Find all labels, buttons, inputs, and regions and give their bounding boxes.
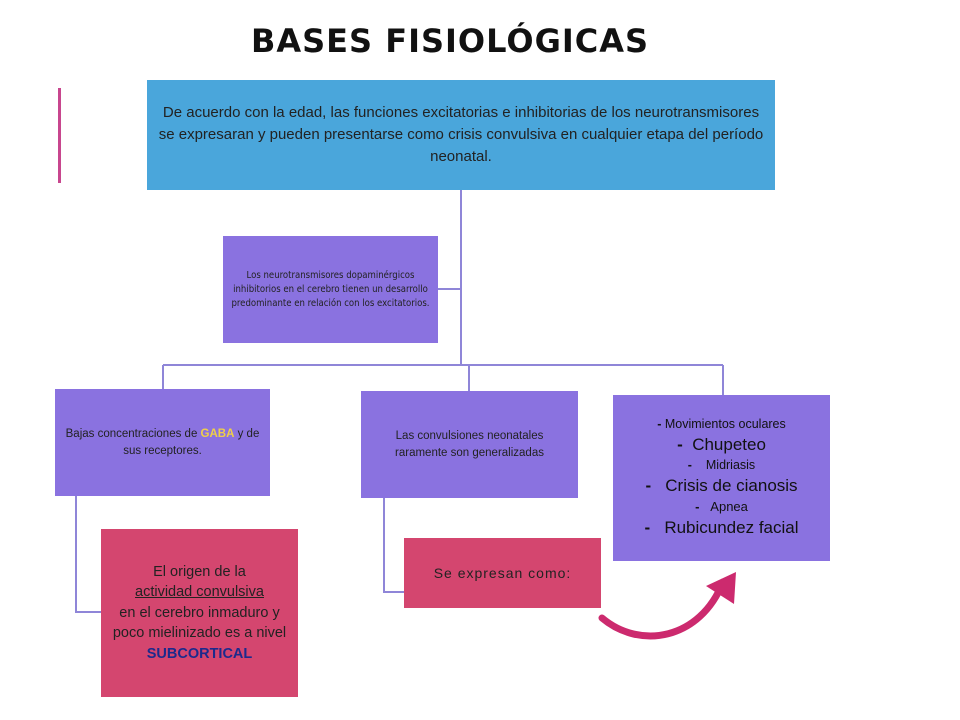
connector-child1-sub1 — [75, 496, 101, 613]
accent-bar — [58, 88, 61, 183]
arrow-head-icon — [706, 572, 736, 604]
sub-node-origen: El origen de la actividad convulsiva en … — [101, 529, 298, 697]
note-text: Los neurotransmisores dopaminérgicos inh… — [231, 269, 430, 309]
list-item: - Rubicundez facial — [644, 518, 799, 537]
root-text: De acuerdo con la edad, las funciones ex… — [158, 104, 764, 165]
curved-arrow — [598, 578, 727, 640]
sub1-underlined: actividad convulsiva — [135, 584, 264, 601]
child-node-gaba: Bajas concentraciones de GABA y de sus r… — [55, 389, 270, 496]
gaba-highlight: GABA — [200, 427, 235, 440]
manifestations-list: - Movimientos oculares - Chupeteo - Midr… — [617, 416, 826, 540]
connector-child2-sub2 — [383, 498, 404, 593]
list-item: - Crisis de cianosis — [645, 476, 798, 495]
child-node-manifestations: - Movimientos oculares - Chupeteo - Midr… — [613, 395, 830, 561]
root-node: De acuerdo con la edad, las funciones ex… — [147, 80, 775, 190]
sub-node-se-expresan: Se expresan como: — [404, 538, 601, 608]
list-item: - Midriasis — [687, 458, 756, 472]
list-item: - Movimientos oculares — [657, 417, 786, 431]
note-node: Los neurotransmisores dopaminérgicos inh… — [223, 236, 438, 343]
child2-text: Las convulsiones neonatales raramente so… — [395, 429, 544, 459]
child-node-convulsiones: Las convulsiones neonatales raramente so… — [361, 391, 578, 498]
child1-prefix: Bajas concentraciones de — [65, 427, 201, 440]
child1-text: Bajas concentraciones de GABA y de sus r… — [61, 426, 264, 460]
page-title: BASES FISIOLÓGICAS — [250, 22, 650, 60]
child1-suffix: y de sus receptores. — [123, 427, 260, 457]
sub2-text: Se expresan como: — [433, 565, 572, 581]
sub1-line3: en el cerebro inmaduro y poco mielinizad… — [112, 604, 287, 642]
list-item: - Chupeteo — [677, 435, 766, 454]
list-item: - Apnea — [695, 499, 748, 514]
sub1-subcortical: SUBCORTICAL — [146, 645, 253, 662]
sub1-line1: El origen de la — [153, 563, 246, 580]
